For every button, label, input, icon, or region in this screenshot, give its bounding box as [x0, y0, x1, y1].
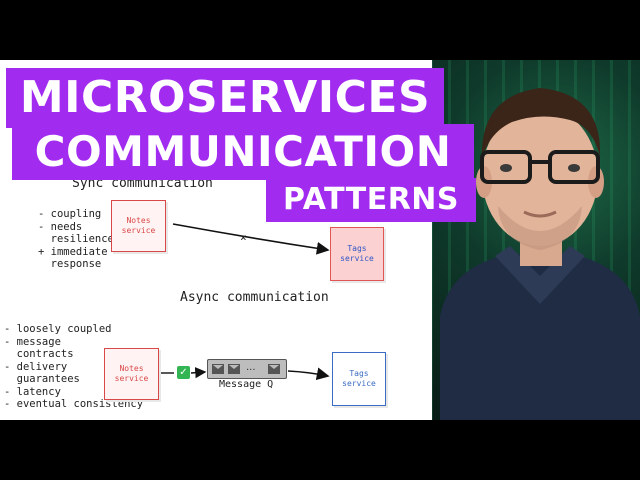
title-banner-microservices: MICROSERVICES: [6, 68, 444, 128]
sync-tags-service-box: Tags service: [330, 227, 384, 281]
async-tags-service-label: Tags service: [342, 369, 376, 389]
check-icon: ✓: [177, 366, 190, 379]
sync-point: response: [38, 258, 114, 271]
async-notes-service-box: Notes service: [104, 348, 159, 400]
sync-point: + immediate: [38, 246, 114, 259]
async-tags-service-box: Tags service: [332, 352, 386, 406]
envelope-icon: [212, 364, 224, 374]
title-banner-communication: COMMUNICATION: [12, 124, 474, 180]
async-notes-service-label: Notes service: [115, 364, 149, 384]
sync-points-list: - coupling - needs resilience + immediat…: [38, 208, 114, 271]
queue-dots: ...: [246, 362, 256, 373]
presenter-image: [440, 66, 640, 420]
sync-notes-service-label: Notes service: [122, 216, 156, 236]
envelope-icon: [268, 364, 280, 374]
sync-point: - needs: [38, 221, 114, 234]
sync-failure-mark: ×: [240, 231, 247, 245]
sync-tags-service-label: Tags service: [340, 244, 374, 264]
sync-point: - coupling: [38, 208, 114, 221]
title-banner-patterns: PATTERNS: [266, 178, 476, 222]
message-queue-label: Message Q: [219, 379, 273, 390]
message-queue: ...: [207, 359, 287, 379]
async-title: Async communication: [180, 291, 329, 305]
async-point: - message: [4, 336, 143, 349]
async-point: - loosely coupled: [4, 323, 143, 336]
envelope-icon: [228, 364, 240, 374]
video-thumbnail: × Sync communication - coupling - needs …: [0, 60, 640, 420]
sync-point: resilience: [38, 233, 114, 246]
sync-notes-service-box: Notes service: [111, 200, 166, 252]
